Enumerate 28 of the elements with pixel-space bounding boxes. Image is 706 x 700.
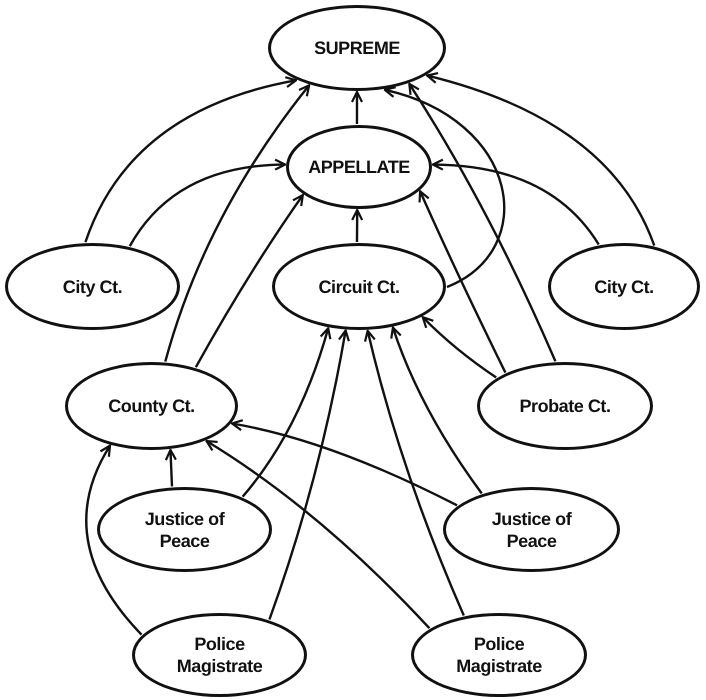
arrow: [384, 86, 506, 288]
arrow: [164, 84, 310, 362]
court-name: APPELLATE: [308, 156, 410, 178]
court-name: SUPREME: [314, 37, 400, 59]
arrow: [351, 208, 364, 242]
arrow: [432, 158, 600, 246]
arrow: [350, 90, 364, 124]
arrow: [85, 444, 142, 636]
arrow: [418, 190, 506, 374]
arrow: [84, 76, 298, 243]
arrow: [205, 440, 430, 630]
arrow: [268, 329, 350, 620]
court-name: Justice of Peace: [490, 508, 573, 552]
court-name: City Ct.: [62, 276, 122, 298]
arrow: [194, 194, 304, 368]
arrow: [364, 330, 465, 616]
arrow: [164, 448, 177, 486]
court-name: Probate Ct.: [519, 395, 611, 417]
court-name: Circuit Ct.: [318, 276, 400, 298]
court-name: County Ct.: [108, 395, 195, 417]
court-name: Police Magistrate: [455, 633, 543, 677]
court-name: Justice of Peace: [144, 508, 226, 552]
arrow: [422, 316, 497, 378]
arrow: [242, 327, 332, 498]
arrow: [408, 82, 556, 362]
court-name: Police Magistrate: [176, 633, 264, 677]
arrow: [231, 419, 458, 506]
court-name: City Ct.: [594, 276, 654, 298]
